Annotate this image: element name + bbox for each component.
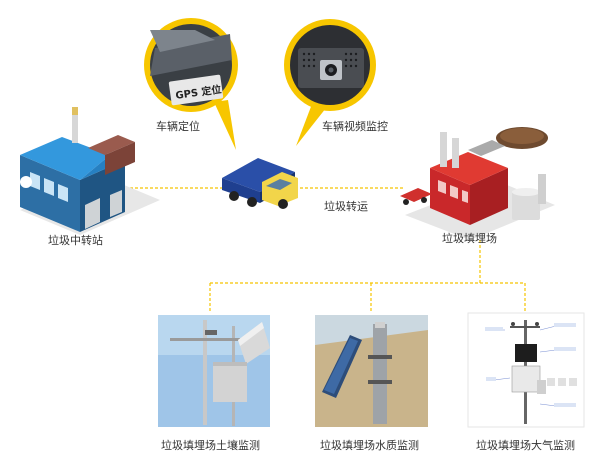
gps-callout: GPS 定位 bbox=[144, 18, 238, 150]
air-monitoring-photo bbox=[467, 312, 585, 428]
soil-monitoring-photo bbox=[158, 315, 270, 427]
landfill-building-roof bbox=[430, 152, 508, 185]
landfill-complex bbox=[400, 127, 555, 240]
video-callout bbox=[284, 19, 376, 146]
label-transfer-station: 垃圾中转站 bbox=[48, 234, 103, 247]
label-vehicle-video: 车辆视频监控 bbox=[322, 120, 388, 133]
transfer-station-building bbox=[20, 107, 160, 235]
recycle-icon bbox=[20, 176, 32, 188]
label-landfill: 垃圾填埋场 bbox=[442, 232, 497, 245]
transfer-station-roof bbox=[20, 137, 110, 180]
label-soil-monitoring: 垃圾填埋场土壤监测 bbox=[161, 439, 260, 452]
garbage-truck bbox=[222, 158, 298, 209]
label-vehicle-positioning: 车辆定位 bbox=[156, 120, 200, 133]
label-water-monitoring: 垃圾填埋场水质监测 bbox=[320, 439, 419, 452]
connector-lines bbox=[130, 187, 526, 312]
truck-body bbox=[222, 178, 260, 203]
label-transport: 垃圾转运 bbox=[324, 200, 368, 213]
label-air-monitoring: 垃圾填埋场大气监测 bbox=[476, 439, 575, 452]
water-monitoring-photo bbox=[315, 315, 428, 427]
